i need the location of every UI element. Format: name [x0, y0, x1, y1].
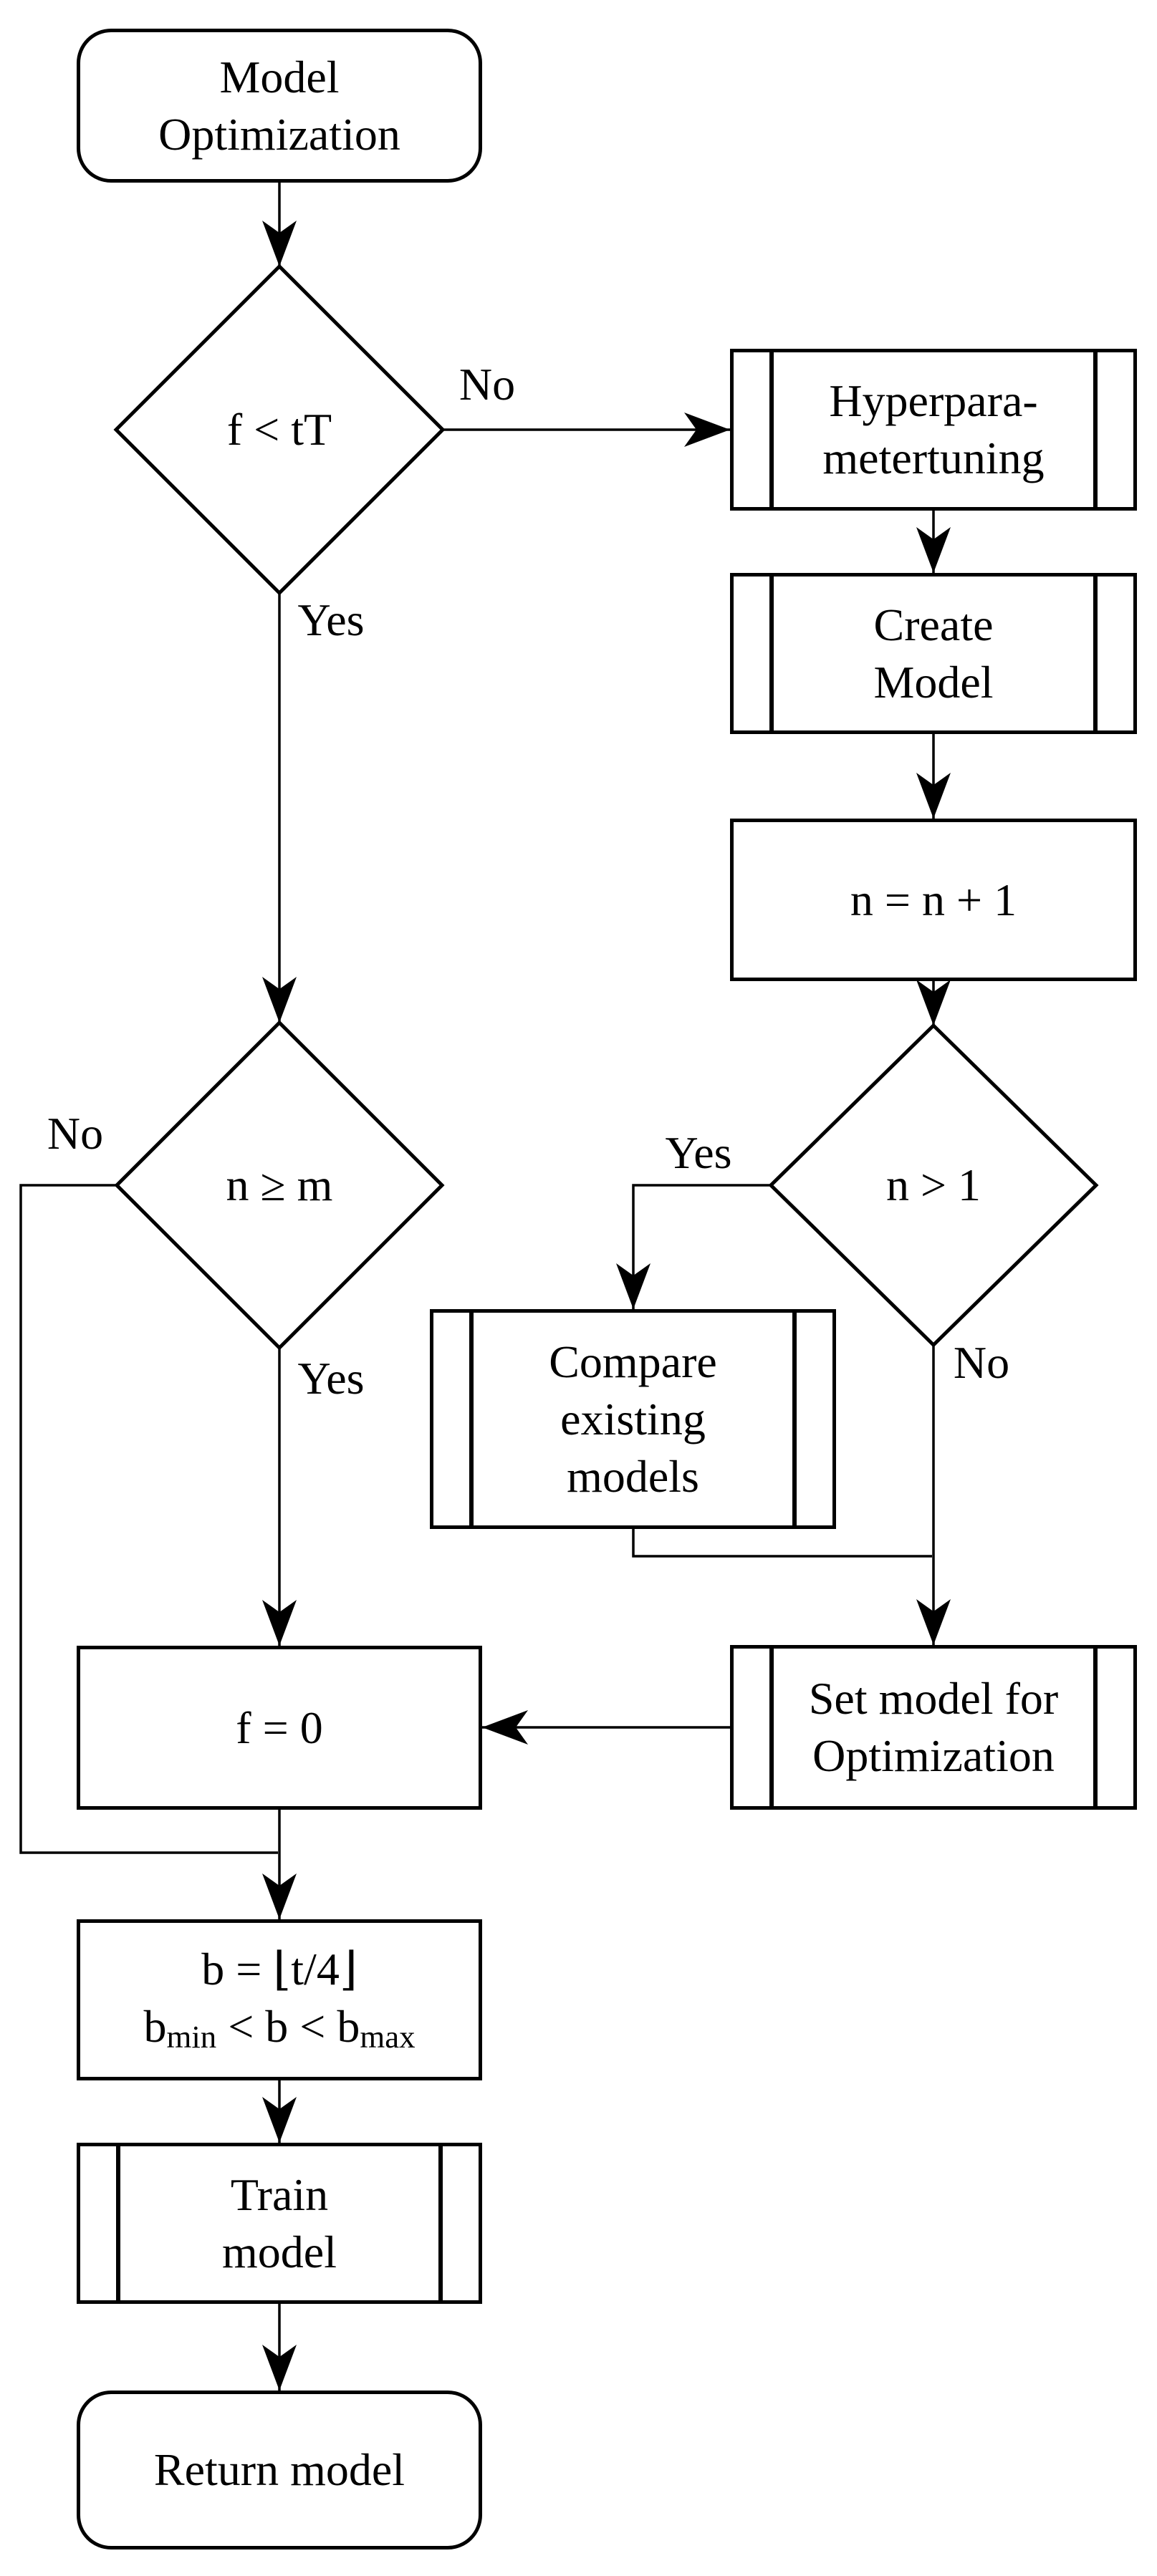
compare-models-label-line2: existing — [560, 1393, 706, 1444]
hyperparameter-tuning-label-line1: Hyperpara- — [829, 375, 1038, 426]
increment-n-node: n = n + 1 — [730, 819, 1137, 981]
edge-compare-to-merge — [632, 1529, 932, 1558]
subprocess-left-bar — [769, 1649, 774, 1806]
compare-models-node: Compare existing models — [430, 1309, 836, 1529]
reset-f-label: f = 0 — [236, 1702, 323, 1753]
hyperparameter-tuning-label-line2: metertuning — [822, 433, 1045, 483]
edge-label-n-ge-m-no: No — [47, 1108, 104, 1159]
set-b-label-line1: b = ⌊t/4⌋ — [201, 1943, 357, 1994]
edge-n-gt-1-yes — [616, 1184, 771, 1309]
start-node: Model Optimization — [77, 29, 482, 183]
create-model-node: Create Model — [730, 573, 1137, 734]
edge-label-f-tt-yes: Yes — [297, 594, 365, 645]
end-node-label: Return model — [153, 2444, 405, 2495]
subprocess-right-bar — [1093, 352, 1098, 507]
set-model-node: Set model for Optimization — [730, 1645, 1137, 1810]
set-b-node: b = ⌊t/4⌋ bmin < b < bmax — [77, 1919, 482, 2080]
train-model-label-line1: Train — [230, 2169, 329, 2220]
compare-models-label-line1: Compare — [549, 1336, 717, 1387]
create-model-label-line1: Create — [873, 599, 994, 650]
edge-label-n-gt-1-no: No — [953, 1337, 1010, 1388]
decision-n-gt-1-diamond — [768, 1023, 1099, 1348]
train-model-label-line2: model — [222, 2226, 337, 2277]
decision-n-ge-m-label: n ≥ m — [226, 1159, 333, 1210]
decision-f-tt-diamond — [113, 264, 446, 596]
subprocess-left-bar — [469, 1313, 474, 1525]
create-model-label-line2: Model — [873, 656, 994, 708]
start-node-label-line2: Optimization — [158, 108, 400, 160]
subprocess-right-bar — [792, 1313, 797, 1525]
set-b-line2-middle: < b < b — [216, 2000, 360, 2052]
set-model-label-line2: Optimization — [812, 1730, 1055, 1781]
set-model-label-line1: Set model for — [808, 1673, 1059, 1724]
start-node-label-line1: Model — [219, 51, 340, 102]
edge-label-n-ge-m-yes: Yes — [297, 1353, 365, 1404]
decision-n-gt-1-label: n > 1 — [885, 1159, 981, 1210]
subprocess-left-bar — [769, 577, 774, 730]
hyperparameter-tuning-node: Hyperpara- metertuning — [730, 349, 1137, 511]
subprocess-right-bar — [1093, 577, 1098, 730]
train-model-node: Train model — [77, 2143, 482, 2304]
set-b-line2-sub-max: max — [360, 2018, 416, 2055]
reset-f-node: f = 0 — [77, 1646, 482, 1810]
subprocess-left-bar — [116, 2146, 120, 2300]
decision-n-ge-m-diamond — [114, 1020, 445, 1351]
edge-label-f-tt-no: No — [459, 359, 516, 410]
subprocess-right-bar — [1093, 1649, 1098, 1806]
set-b-line2-base: b — [143, 2000, 167, 2052]
compare-models-label-line3: models — [567, 1450, 699, 1502]
set-b-line2-sub-min: min — [166, 2018, 217, 2055]
edge-label-n-gt-1-yes: Yes — [665, 1127, 732, 1178]
edge-n-ge-m-no-loop — [19, 1184, 278, 1854]
end-node: Return model — [77, 2391, 482, 2550]
set-b-label-line2: bmin < b < bmax — [143, 1998, 415, 2060]
decision-f-tt-label: f < tT — [226, 404, 332, 455]
subprocess-left-bar — [769, 352, 774, 507]
increment-n-label: n = n + 1 — [850, 874, 1017, 925]
subprocess-right-bar — [438, 2146, 443, 2300]
